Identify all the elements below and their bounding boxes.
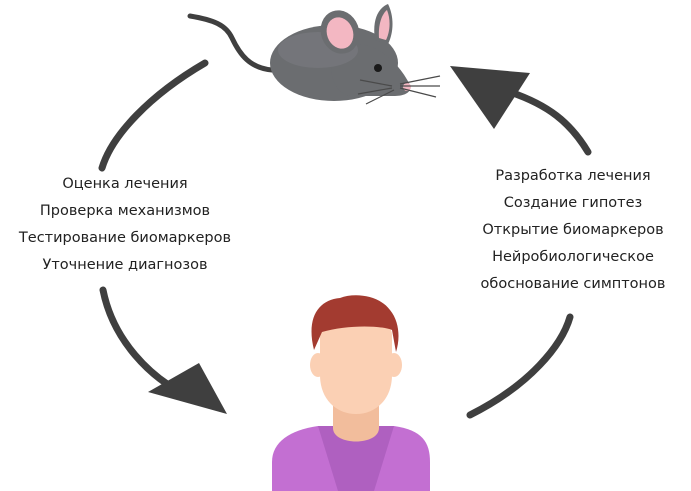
left-label: Оценка лечения: [62, 176, 188, 192]
left-label-list: Оценка лечения Проверка механизмов Тести…: [0, 171, 250, 279]
right-label: Создание гипотез: [503, 195, 643, 211]
left-label: Тестирование биомаркеров: [18, 230, 232, 246]
right-label: Открытие биомаркеров: [482, 222, 664, 238]
right-label: обоснование симптонов: [480, 276, 666, 292]
right-cycle-arrow-icon: [450, 66, 592, 419]
left-label: Уточнение диагнозов: [42, 257, 208, 273]
mouse-icon: [187, 4, 441, 105]
left-label: Проверка механизмов: [39, 203, 211, 219]
left-cycle-arrow-icon: [98, 59, 227, 414]
right-label: Нейробиологическое: [492, 249, 654, 265]
right-label: Разработка лечения: [495, 168, 651, 184]
right-label-list: Разработка лечения Создание гипотез Откр…: [462, 163, 684, 298]
person-icon: [272, 295, 430, 491]
